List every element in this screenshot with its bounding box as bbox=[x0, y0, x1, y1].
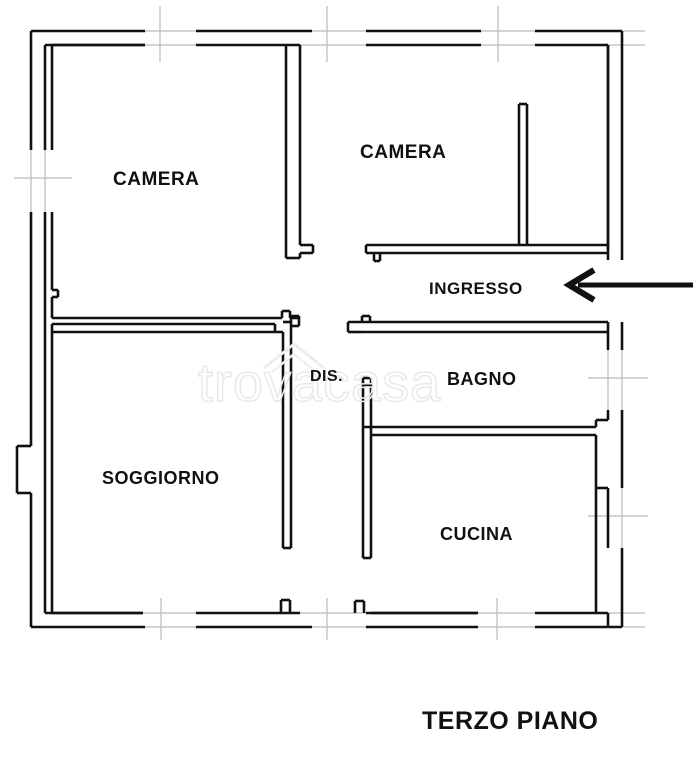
room-camera-right-walls bbox=[364, 45, 610, 263]
room-label-camera-right: CAMERA bbox=[360, 142, 447, 163]
room-label-cucina: CUCINA bbox=[440, 524, 513, 544]
floor-title: TERZO PIANO bbox=[422, 707, 599, 735]
entrance-direction-arrow bbox=[563, 267, 693, 303]
room-label-bagno: BAGNO bbox=[447, 369, 517, 389]
perimeter-walls bbox=[15, 29, 624, 629]
room-label-camera-left: CAMERA bbox=[113, 169, 200, 190]
room-soggiorno-walls bbox=[50, 332, 143, 615]
room-label-disimpegno: DIS. bbox=[310, 368, 344, 385]
disimpegno-walls bbox=[50, 314, 301, 550]
bottom-pilasters bbox=[279, 598, 366, 613]
room-cucina-walls bbox=[371, 488, 598, 615]
room-label-soggiorno: SOGGIORNO bbox=[102, 468, 220, 488]
room-bagno-walls bbox=[361, 376, 608, 560]
room-camera-left-walls bbox=[50, 43, 315, 320]
room-label-ingresso: INGRESSO bbox=[429, 279, 523, 298]
ingresso-walls bbox=[346, 314, 608, 334]
